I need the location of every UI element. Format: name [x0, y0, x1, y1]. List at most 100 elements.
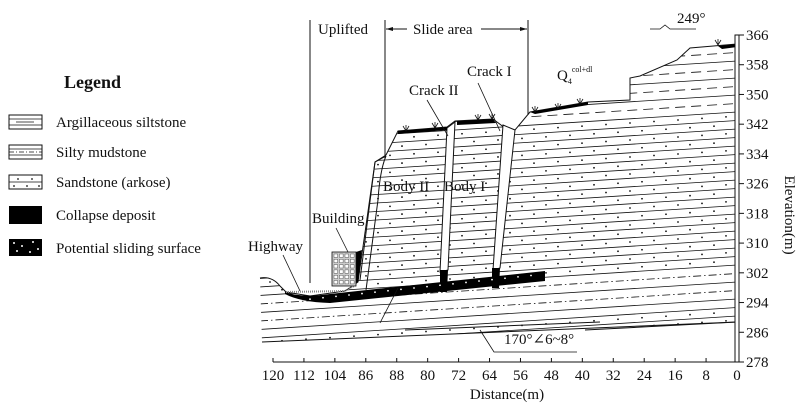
sand-dot [305, 168, 307, 171]
sand-dot [713, 142, 715, 145]
vegetation-icon [531, 106, 539, 113]
sand-dot [389, 273, 391, 276]
sand-dot [581, 210, 583, 212]
sand-dot [305, 253, 307, 256]
x-tick-label: 86 [358, 368, 374, 384]
stratum-line [260, 315, 737, 342]
legend-swatch-silty-mudstone [8, 144, 43, 160]
sliding-dot [504, 277, 506, 280]
sand-dot [425, 348, 427, 350]
sand-dot [389, 239, 391, 242]
sand-dot [725, 252, 727, 254]
crack-1 [492, 124, 516, 271]
sand-dot [437, 253, 439, 256]
sand-dot [713, 329, 715, 332]
sand-dot [353, 335, 355, 338]
sand-dot [305, 355, 307, 357]
sand-dot [641, 333, 643, 336]
building-window [350, 280, 355, 285]
body-2-label: Body II [383, 179, 429, 195]
sliding-dot [530, 274, 532, 277]
sand-dot [281, 169, 283, 172]
building-leader [335, 227, 349, 253]
sand-dot [521, 188, 523, 191]
sand-dot [605, 191, 607, 194]
x-tick-label: 112 [293, 368, 315, 384]
sand-dot [605, 225, 607, 228]
x-tick-label: 40 [575, 368, 590, 384]
sand-dot [305, 287, 307, 290]
sand-dot [269, 213, 271, 215]
sand-dot [485, 165, 487, 168]
sand-dot [701, 253, 703, 256]
sand-dot [725, 235, 727, 237]
sand-dot [293, 348, 295, 350]
sand-dot [401, 247, 403, 249]
sand-dot [521, 205, 523, 208]
sand-dot [653, 205, 655, 208]
building [331, 251, 357, 287]
sliding-dot [413, 287, 415, 289]
sand-dot [641, 197, 643, 200]
sand-dot [557, 177, 559, 180]
sand-dot [617, 335, 619, 338]
sand-dot [473, 208, 475, 211]
stratum-line [260, 77, 737, 109]
sliding-dot [309, 298, 311, 301]
sliding-dot [465, 281, 467, 284]
x-tick-label: 32 [606, 368, 621, 384]
sand-dot [317, 346, 319, 348]
legend-label: Silty mudstone [56, 145, 147, 161]
sand-dot [593, 336, 595, 339]
sand-dot [713, 176, 715, 179]
sand-dot [509, 231, 511, 234]
x-axis-label: Distance(m) [470, 387, 544, 403]
sand-dot [689, 177, 691, 180]
sand-dot [605, 242, 607, 245]
sand-dot [293, 177, 295, 180]
sand-dot [533, 196, 535, 199]
stratum-line [584, 321, 738, 331]
sand-dot [689, 330, 691, 333]
x-tick-label: 48 [544, 368, 559, 384]
sand-dot [305, 270, 307, 273]
sand-dot [389, 188, 391, 191]
quaternary-label: Q4col+dl [557, 65, 593, 86]
sand-dot [725, 184, 727, 186]
sand-dot [629, 207, 631, 209]
sand-dot [641, 316, 643, 319]
sand-dot [365, 172, 367, 175]
sand-dot [701, 151, 703, 154]
building-label: Building [312, 211, 365, 227]
sand-dot [653, 137, 655, 140]
sand-dot [437, 151, 439, 154]
sand-dot [533, 145, 535, 148]
sand-dot [701, 168, 703, 171]
vegetation-icon [431, 122, 439, 129]
sand-dot [413, 220, 415, 223]
sand-dot [653, 154, 655, 157]
sand-dot [593, 166, 595, 169]
sand-dot [377, 163, 379, 166]
crack-2-label: Crack II [409, 83, 459, 99]
sand-dot [605, 123, 607, 126]
sand-dot [293, 160, 295, 163]
sand-dot [389, 154, 391, 157]
sand-dot [377, 231, 379, 234]
sand-dot [581, 159, 583, 161]
sliding-dot [348, 294, 350, 296]
sand-dot [605, 157, 607, 160]
sand-dot [629, 241, 631, 243]
legend-title: Legend [64, 72, 121, 92]
sand-dot [593, 132, 595, 135]
sand-dot [689, 143, 691, 146]
x-tick-label: 16 [668, 368, 684, 384]
sand-dot [557, 160, 559, 163]
sand-dot [521, 171, 523, 174]
sand-dot [629, 156, 631, 158]
sand-dot [665, 264, 667, 267]
sand-dot [605, 140, 607, 143]
sand-dot [269, 179, 271, 181]
sand-dot [485, 148, 487, 151]
